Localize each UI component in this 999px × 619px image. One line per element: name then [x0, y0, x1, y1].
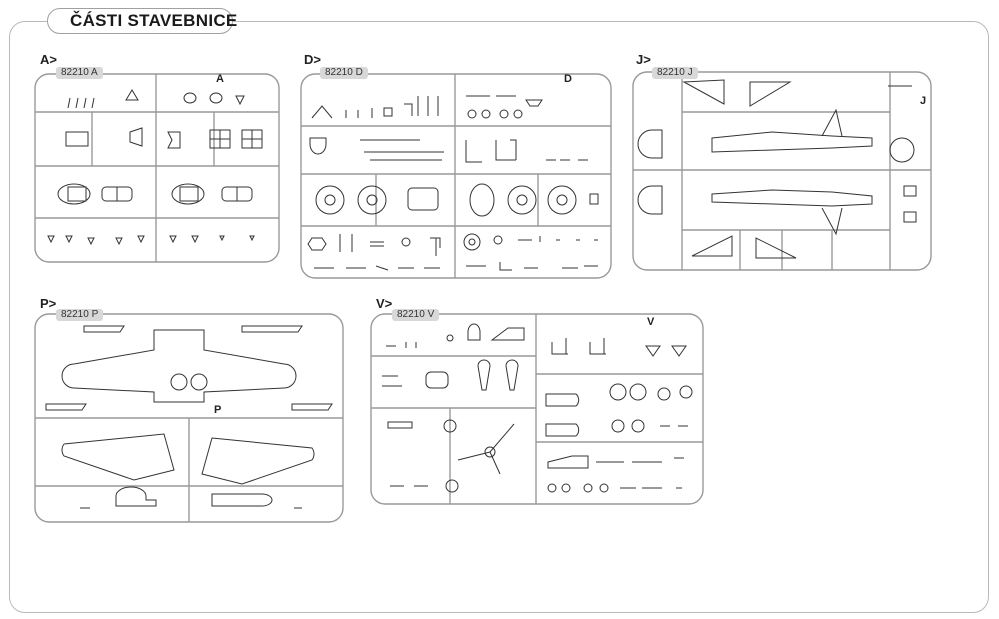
sprue-j-label: J>	[636, 52, 651, 67]
sprue-p	[34, 312, 344, 524]
sprue-d-code: 82210 D	[320, 67, 368, 79]
sprue-a-code: 82210 A	[56, 67, 103, 79]
sprue-p-label: P>	[40, 296, 57, 311]
sprue-p-mark: P	[214, 404, 222, 416]
sprue-d-label: D>	[304, 52, 321, 67]
sprue-j-mark: J	[920, 95, 927, 107]
sprue-v-code: 82210 V	[392, 309, 440, 321]
content-frame	[9, 21, 989, 613]
sprue-p-code: 82210 P	[56, 309, 104, 321]
sprue-j	[632, 70, 932, 272]
sprue-d-mark: D	[564, 73, 572, 85]
sprue-v	[370, 312, 704, 506]
sprue-a-mark: A	[216, 73, 224, 85]
page-title: ČÁSTI STAVEBNICE	[70, 11, 238, 30]
sprue-j-code: 82210 J	[652, 67, 698, 79]
sprue-a-label: A>	[40, 52, 57, 67]
sprue-d	[300, 70, 612, 280]
sprue-v-label: V>	[376, 296, 393, 311]
sprue-a	[34, 70, 280, 264]
title-tab	[47, 8, 233, 34]
sprue-v-mark: V	[647, 316, 655, 328]
